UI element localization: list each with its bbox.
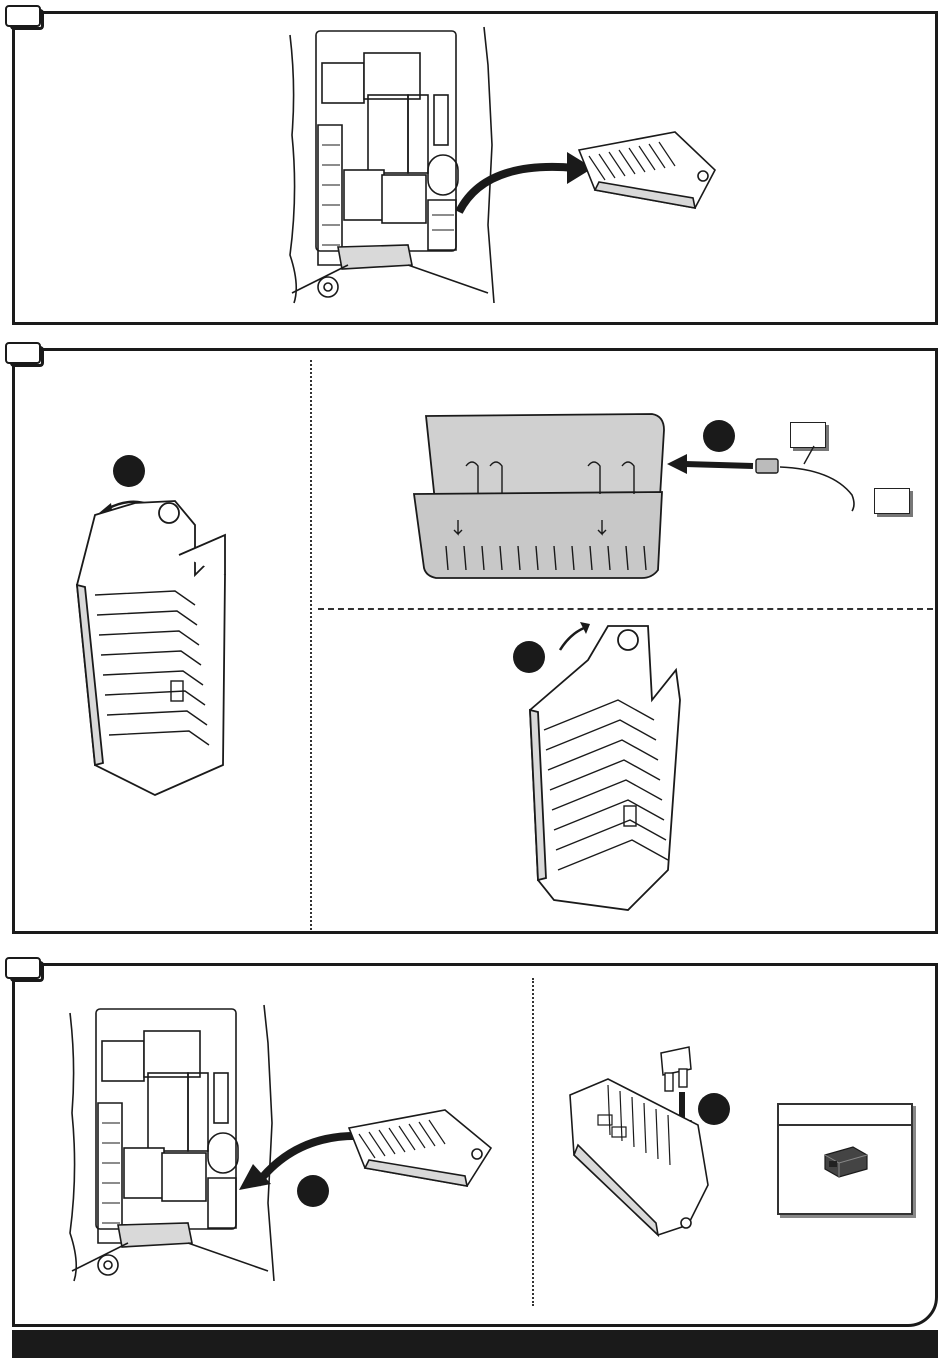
relay-holder-illustration bbox=[568, 1075, 718, 1235]
relay-holder-illustration bbox=[75, 495, 235, 795]
divider-vertical bbox=[310, 360, 312, 930]
divider-vertical bbox=[532, 978, 534, 1306]
wire-label-2 bbox=[874, 488, 910, 514]
wire-label-1 bbox=[790, 422, 826, 448]
parts-box bbox=[777, 1103, 913, 1215]
relay-holder-illustration bbox=[345, 1108, 495, 1188]
divider-horizontal bbox=[318, 608, 933, 610]
step-1-tab bbox=[5, 5, 41, 27]
relay-holder-illustration bbox=[575, 130, 720, 210]
callout-a bbox=[113, 455, 145, 487]
straight-arrow-icon bbox=[665, 450, 755, 480]
step-2-tab bbox=[5, 342, 41, 364]
parts-box-title bbox=[779, 1105, 911, 1126]
relay-part-illustration bbox=[823, 1145, 869, 1179]
callout-b bbox=[703, 420, 735, 452]
relay-holder-illustration bbox=[528, 620, 688, 920]
wire-connector-illustration bbox=[412, 410, 667, 580]
step-3-tab bbox=[5, 957, 41, 979]
pointer-line bbox=[800, 446, 820, 466]
callout-d bbox=[297, 1175, 329, 1207]
footer-bar bbox=[12, 1330, 938, 1358]
curved-arrow-icon bbox=[455, 140, 595, 220]
